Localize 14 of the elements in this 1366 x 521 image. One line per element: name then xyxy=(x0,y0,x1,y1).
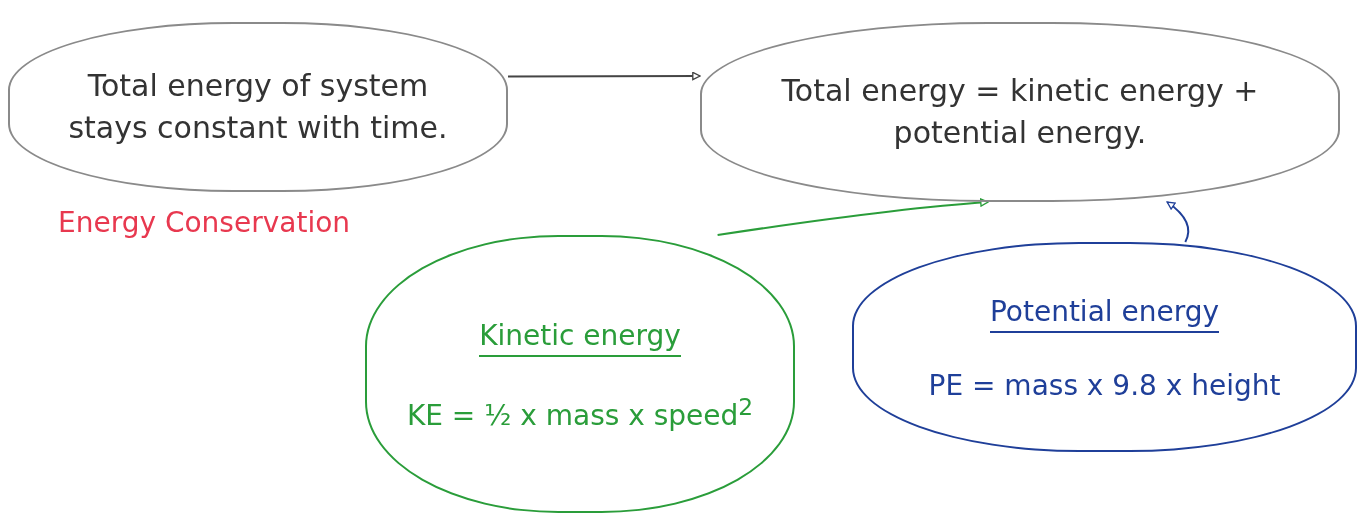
text-bubble xyxy=(852,242,1357,452)
text-bubble xyxy=(700,22,1340,202)
bubble-text: Total energy = kinetic energy + potential energy. xyxy=(780,72,1260,152)
bubble-heading: Potential energy xyxy=(989,291,1220,334)
formula-text: KE = ½ x mass x speed$^{2}$ xyxy=(406,392,754,433)
arrow xyxy=(1166,201,1190,243)
text-bubble xyxy=(365,235,795,513)
arrow xyxy=(507,71,701,81)
bubble-text: Total energy of system stays constant with time. xyxy=(67,67,449,147)
bubble-caption: Energy Conservation xyxy=(58,206,351,239)
formula-text: PE = mass x 9.8 x height xyxy=(928,369,1281,403)
text-bubble xyxy=(8,22,508,192)
bubble-heading: Kinetic energy xyxy=(479,315,681,357)
arrow xyxy=(716,198,989,236)
